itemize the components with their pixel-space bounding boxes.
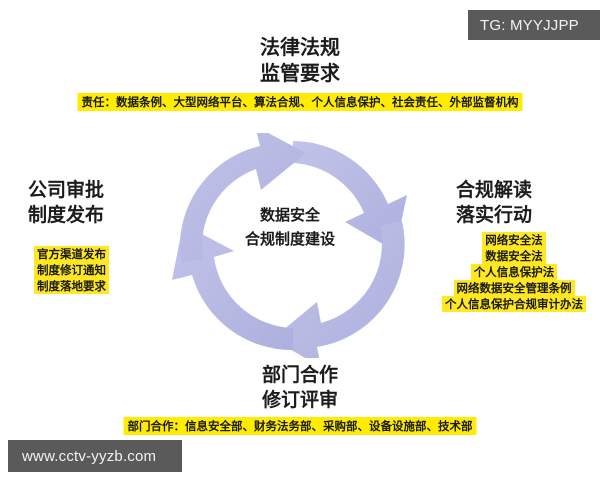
stage-item-list-left: 官方渠道发布 制度修订通知 制度落地要求 xyxy=(34,246,109,294)
arrow-segment-top-right xyxy=(293,141,407,251)
arrow-segment-bottom-right xyxy=(272,221,405,358)
stage-heading-bottom-line2: 修订评审 xyxy=(261,389,338,412)
list-item: 数据安全法 xyxy=(482,248,546,264)
center-label-line2: 合规制度建设 xyxy=(244,230,335,249)
stage-item-list-right: 网络安全法 数据安全法 个人信息保护法 网络数据安全管理条例 个人信息保护合规审… xyxy=(430,232,598,312)
watermark-bottom-left: www.cctv-yyzb.com xyxy=(8,440,182,472)
list-item: 网络数据安全管理条例 xyxy=(453,280,575,296)
stage-heading-bottom: 部门合作 修订评审 xyxy=(0,363,600,413)
list-item: 官方渠道发布 xyxy=(34,246,109,262)
stage-heading-top-line2: 监管要求 xyxy=(260,61,340,86)
center-label-line1: 数据安全 xyxy=(259,206,320,224)
stage-heading-left-line1: 公司审批 xyxy=(28,179,105,201)
list-item: 网络安全法 xyxy=(482,232,546,248)
stage-heading-top-line1: 法律法规 xyxy=(260,35,340,59)
center-label: 数据安全 合规制度建设 xyxy=(195,203,385,252)
stage-heading-left-line2: 制度发布 xyxy=(28,204,105,227)
stage-heading-right-line2: 落实行动 xyxy=(456,204,533,227)
watermark-top-right: TG: MYYJJPP xyxy=(468,10,600,40)
cycle-arrows-graphic xyxy=(172,133,407,358)
stage-heading-bottom-line1: 部门合作 xyxy=(261,364,338,386)
list-item: 个人信息保护法 xyxy=(470,264,558,280)
stage-heading-left: 公司审批 制度发布 xyxy=(28,178,104,228)
arrow-segment-top-left xyxy=(179,133,306,263)
list-item: 制度落地要求 xyxy=(34,278,109,294)
stage-heading-top: 法律法规 监管要求 xyxy=(0,34,600,87)
stage-heading-right-line1: 合规解读 xyxy=(456,179,533,201)
stage-heading-right: 合规解读 落实行动 xyxy=(456,178,532,228)
stage-detail-top: 责任：数据条例、大型网络平台、算法合规、个人信息保护、社会责任、外部监督机构 xyxy=(77,93,523,111)
list-item: 个人信息保护合规审计办法 xyxy=(442,296,586,312)
stage-detail-bottom: 部门合作：信息安全部、财务法务部、采购部、设备设施部、技术部 xyxy=(123,417,477,435)
list-item: 制度修订通知 xyxy=(34,262,109,278)
